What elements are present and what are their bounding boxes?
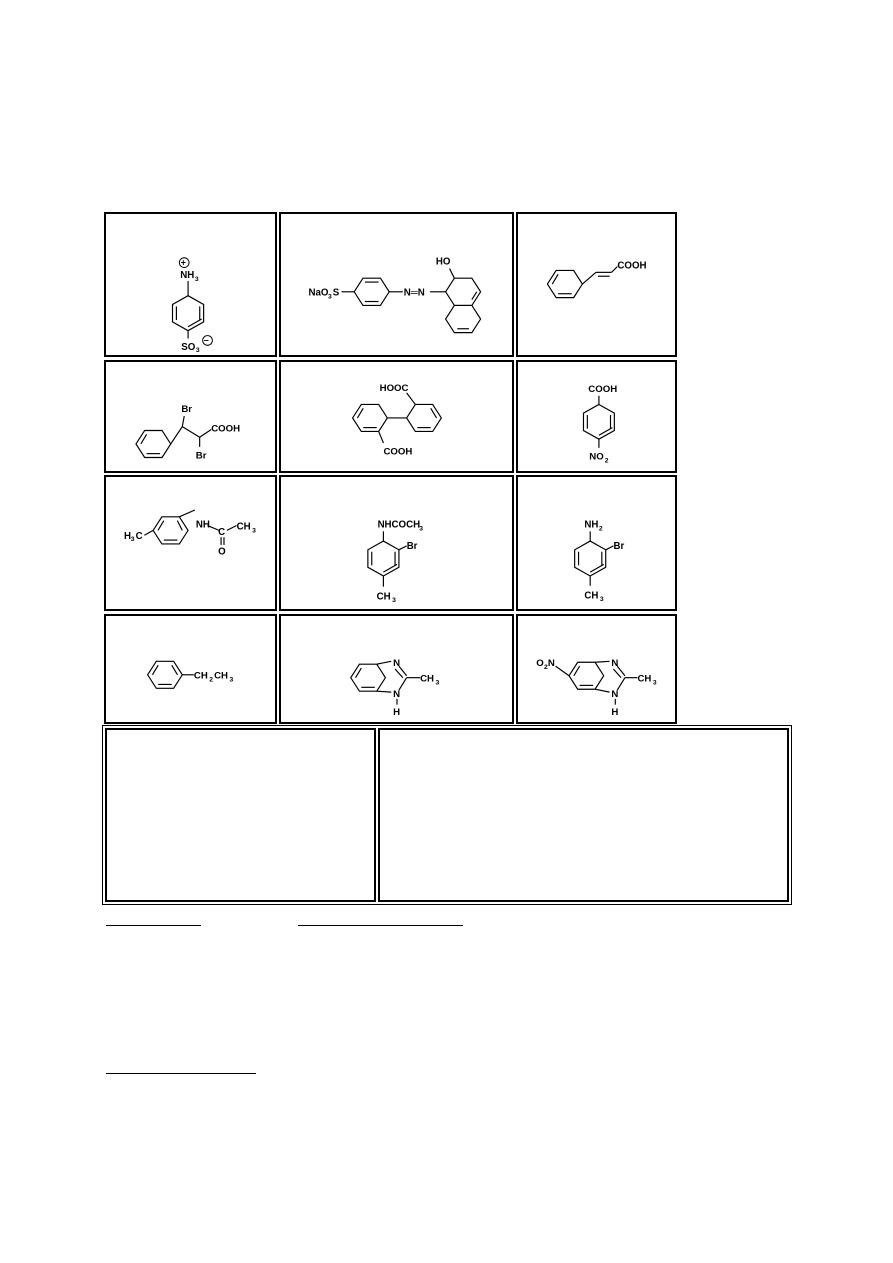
svg-text:3: 3	[600, 596, 604, 603]
methyl-label: CH	[420, 674, 434, 685]
nitro-o-label: O	[536, 658, 544, 669]
bromo-acetotoluidide-structure: NHCOCH 3 Br CH 3	[367, 519, 423, 604]
svg-text:2: 2	[544, 664, 548, 671]
ethyl-ch3-label: CH	[214, 671, 228, 682]
sulfonate-label: SO	[181, 342, 195, 353]
blank-line-3	[106, 1073, 256, 1074]
svg-text:3: 3	[392, 597, 396, 604]
structure-cell-bromo-acetotoluidide: NHCOCH 3 Br CH 3	[279, 475, 514, 611]
amine-label: NH	[180, 270, 194, 281]
bromo-toluidine-structure: NH 2 Br CH 3	[574, 519, 624, 603]
structure-cell-methylbenzimidazole: N N H CH 3	[279, 614, 514, 724]
bottom-table	[102, 725, 792, 905]
svg-text:3: 3	[230, 677, 234, 684]
svg-text:3: 3	[436, 679, 440, 686]
bottom-table-left-cell	[105, 728, 376, 902]
methyl-label: CH	[584, 590, 598, 601]
svg-text:C: C	[136, 531, 143, 542]
hydrogen-label: H	[611, 707, 618, 718]
carboxyl-label: COOH	[588, 384, 617, 395]
bromine-top-label: Br	[181, 404, 192, 415]
structure-cell-orange-ii: NaO 3 S N═N HO	[279, 212, 514, 357]
bromine-label: Br	[613, 541, 624, 552]
carboxyl-label: COOH	[211, 423, 240, 434]
ring-methyl-label: H	[124, 531, 131, 542]
structure-cell-acetotoluidide: H 3 C NH C O CH 3	[104, 475, 277, 611]
nitrogen-bottom-label: N	[393, 689, 400, 700]
nitrogen-bottom-label: N	[611, 689, 618, 700]
carboxyl-top-label: HOOC	[380, 383, 409, 394]
diphenic-acid-structure: HOOC COOH	[351, 383, 443, 458]
methyl-label: CH	[377, 591, 391, 602]
sulfanilic-acid-structure: + NH 3 SO 3 −	[171, 257, 213, 354]
svg-text:3: 3	[653, 679, 657, 686]
structure-cell-nitro-methylbenzimidazole: O 2 N N N H CH 3	[516, 614, 677, 724]
svg-text:3: 3	[195, 276, 199, 283]
svg-text:2: 2	[605, 457, 609, 464]
hydroxy-label: HO	[436, 257, 451, 268]
carbonyl-c-label: C	[218, 527, 225, 538]
amide-nh-label: NH	[196, 519, 210, 530]
nitrobenzoic-acid-structure: COOH NO 2	[582, 384, 617, 464]
carboxyl-bottom-label: COOH	[383, 447, 412, 458]
blank-line-1	[106, 925, 201, 926]
nitro-n-label: N	[548, 658, 555, 669]
structure-cell-nitrobenzoic-acid: COOH NO 2	[516, 360, 677, 473]
minus-charge: −	[204, 335, 209, 345]
nitro-methylbenzimidazole-structure: O 2 N N N H CH 3	[536, 658, 657, 718]
orange-ii-structure: NaO 3 S N═N HO	[308, 257, 482, 334]
acetyl-methyl-label: CH	[237, 521, 251, 532]
blank-line-2	[298, 925, 463, 926]
svg-text:3: 3	[252, 527, 256, 534]
svg-text:3: 3	[419, 525, 423, 532]
cinnamic-acid-structure: COOH	[546, 260, 647, 299]
methylbenzimidazole-structure: N N H CH 3	[350, 658, 440, 718]
bottom-table-right-cell	[378, 728, 789, 902]
structure-cell-dibromo-acid: Br COOH Br	[104, 360, 277, 473]
azo-label: N═N	[404, 288, 425, 299]
svg-text:2: 2	[599, 525, 603, 532]
ethyl-ch2-label: CH	[194, 671, 208, 682]
amine-label: NH	[584, 519, 598, 530]
structure-cell-cinnamic-acid: COOH	[516, 212, 677, 357]
structure-cell-ethylbenzene: CH 2 CH 3	[104, 614, 277, 724]
dibromo-acid-structure: Br COOH Br	[135, 404, 240, 461]
structure-cell-sulfanilic-acid: + NH 3 SO 3 −	[104, 212, 277, 357]
hydrogen-label: H	[393, 707, 400, 718]
svg-text:S: S	[333, 288, 340, 299]
nitrogen-top-label: N	[393, 658, 400, 669]
structure-cell-diphenic-acid: HOOC COOH	[279, 360, 514, 473]
sodium-sulfonate-label: NaO	[308, 288, 328, 299]
acetotoluidide-structure: H 3 C NH C O CH 3	[124, 509, 256, 558]
ethylbenzene-structure: CH 2 CH 3	[146, 660, 234, 689]
carboxyl-label: COOH	[617, 260, 646, 271]
svg-text:3: 3	[328, 294, 332, 301]
acetamido-label: NHCOCH	[378, 519, 421, 530]
carbonyl-o-label: O	[218, 547, 226, 558]
svg-text:3: 3	[131, 536, 135, 543]
nitrogen-top-label: N	[611, 658, 618, 669]
structure-cell-bromo-toluidine: NH 2 Br CH 3	[516, 475, 677, 611]
nitro-label: NO	[589, 451, 604, 462]
bromine-label: Br	[407, 541, 418, 552]
methyl-label: CH	[637, 674, 651, 685]
svg-text:3: 3	[196, 347, 200, 354]
plus-charge: +	[181, 258, 186, 268]
bromine-bottom-label: Br	[196, 450, 207, 461]
svg-text:2: 2	[209, 677, 213, 684]
